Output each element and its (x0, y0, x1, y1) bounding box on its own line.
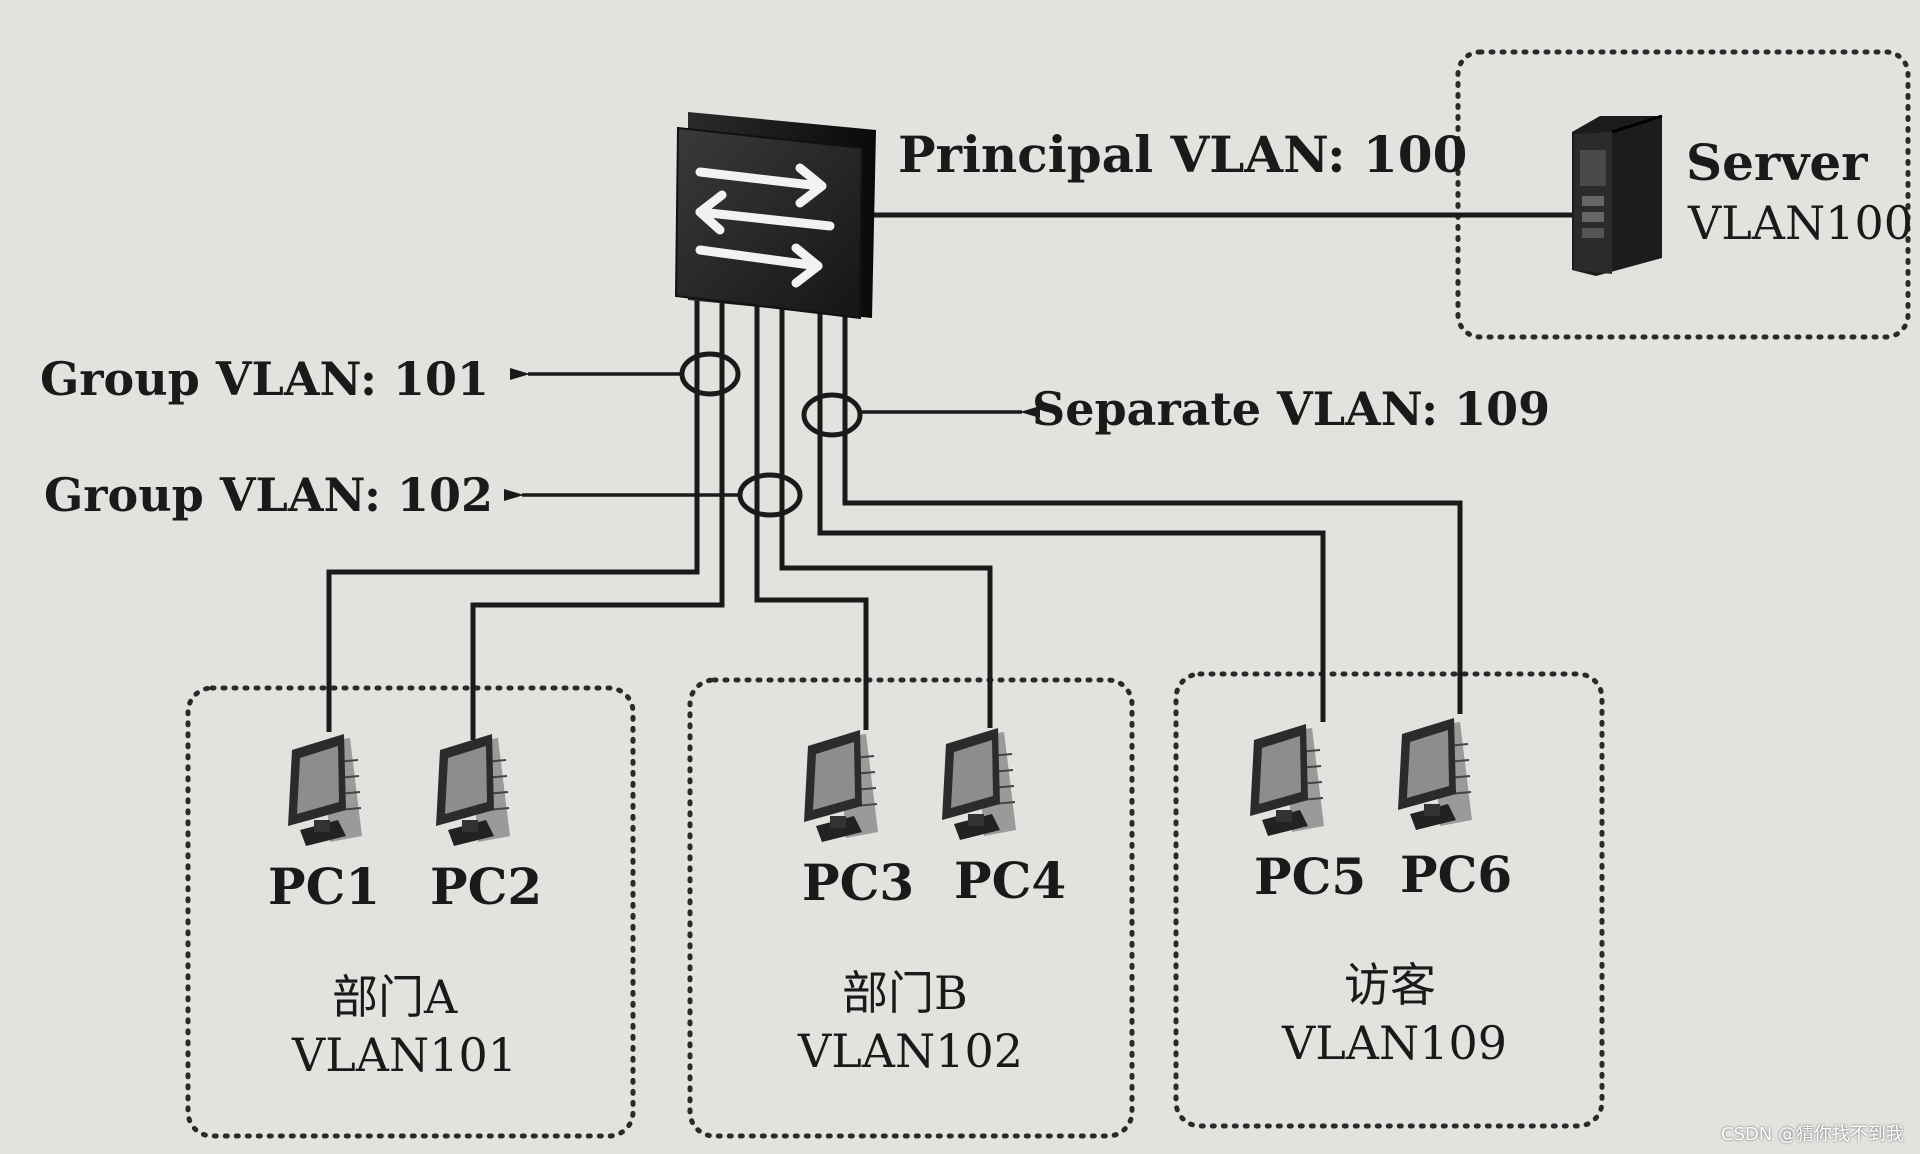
cable-pc2 (470, 292, 725, 740)
pc1-label: PC1 (268, 857, 381, 916)
pc5-label: PC5 (1254, 847, 1367, 906)
dept-b-vlan: VLAN102 (798, 1024, 1024, 1078)
pc-cables (326, 292, 1463, 740)
guest-name: 访客 (1344, 958, 1436, 1012)
dept-b-box (687, 677, 1135, 1139)
server-group-box (1455, 49, 1911, 340)
pc4-label: PC4 (954, 851, 1067, 910)
cable-pc5 (817, 292, 1326, 722)
cable-pc6 (842, 292, 1463, 714)
separate-109-ellipse (801, 392, 863, 438)
principal-vlan-label: Principal VLAN: 100 (898, 125, 1468, 184)
group-102-ellipse (737, 472, 803, 518)
cable-pc1 (326, 292, 700, 732)
pc1-icon (288, 734, 362, 846)
cable-pc4 (779, 292, 993, 728)
dept-b-name: 部门B (842, 966, 968, 1020)
pc2-label: PC2 (430, 857, 543, 916)
pc3-icon (804, 730, 878, 842)
switch-icon (674, 112, 876, 320)
pc6-label: PC6 (1400, 845, 1513, 904)
group-102-label: Group VLAN: 102 (44, 468, 493, 522)
group-101-ellipse (679, 351, 741, 397)
cable-pc3 (754, 292, 869, 730)
pc2-icon (436, 734, 510, 846)
group-101-label: Group VLAN: 101 (40, 352, 489, 406)
watermark: CSDN @猜你找不到我 (1720, 1124, 1904, 1145)
dept-a-vlan: VLAN101 (292, 1028, 518, 1082)
dept-a-box (185, 685, 636, 1139)
pc4-icon (942, 728, 1016, 840)
server-name: Server (1686, 133, 1868, 192)
server-vlan: VLAN100 (1688, 196, 1914, 250)
guest-vlan: VLAN109 (1282, 1016, 1508, 1070)
server-icon (1572, 114, 1663, 276)
separate-109-label: Separate VLAN: 109 (1032, 382, 1551, 436)
dept-a-name: 部门A (332, 970, 458, 1024)
pc6-icon (1398, 718, 1472, 830)
pc3-label: PC3 (802, 853, 915, 912)
pc5-icon (1250, 724, 1324, 836)
guest-box (1173, 671, 1605, 1129)
